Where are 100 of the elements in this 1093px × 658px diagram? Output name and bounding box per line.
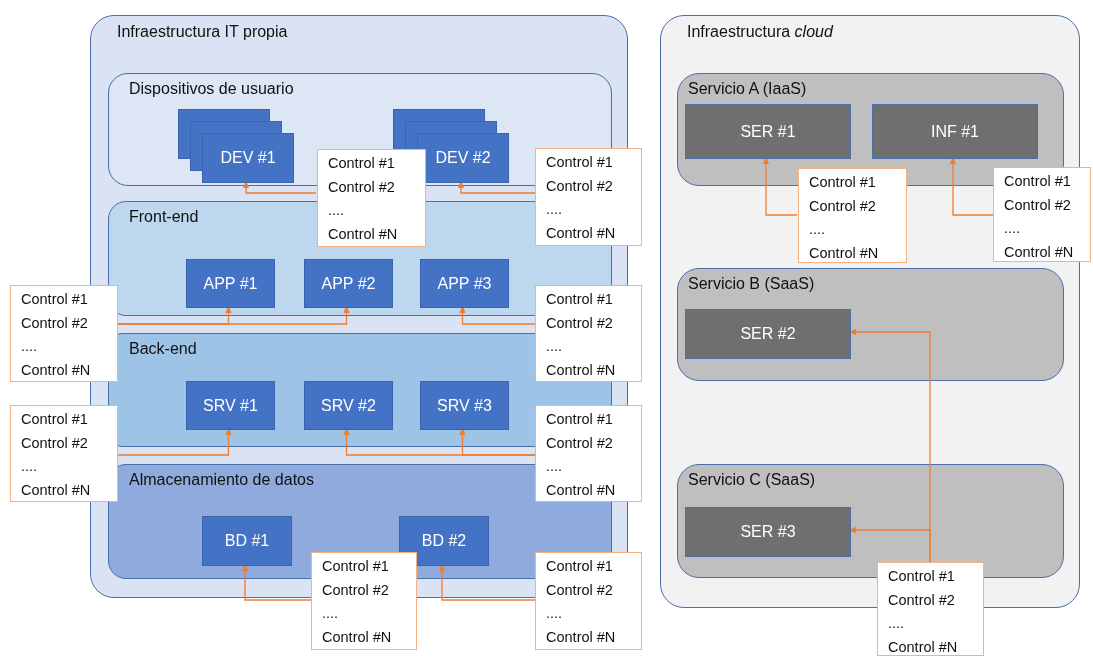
control-item: Control #2 bbox=[546, 176, 614, 196]
layer-panel bbox=[677, 268, 1064, 381]
control-list-box bbox=[317, 149, 426, 247]
control-item: Control #N bbox=[546, 627, 617, 647]
control-item: Control #2 bbox=[888, 590, 956, 610]
component-label: SRV #1 bbox=[203, 396, 258, 415]
connector-arrow bbox=[762, 156, 798, 216]
component-box bbox=[872, 104, 1038, 159]
connector-arrow bbox=[242, 180, 317, 194]
component-label: SER #3 bbox=[740, 523, 796, 541]
control-item: Control #1 bbox=[546, 290, 614, 309]
connector-arrow bbox=[459, 427, 536, 456]
control-item: .... bbox=[328, 201, 346, 220]
component-box bbox=[420, 381, 509, 430]
component-label: DEV #1 bbox=[220, 149, 276, 167]
control-item: Control #2 bbox=[546, 433, 614, 453]
panel-title: Almacenamiento de datos bbox=[129, 471, 314, 489]
device-card-stack bbox=[178, 109, 294, 183]
component-label: APP #1 bbox=[203, 274, 258, 293]
control-item: Control #N bbox=[888, 637, 959, 657]
control-item: Control #1 bbox=[322, 557, 390, 576]
control-item: .... bbox=[21, 457, 39, 476]
connector-arrow bbox=[241, 563, 312, 601]
control-list-box bbox=[535, 148, 642, 246]
control-item: .... bbox=[888, 614, 906, 633]
component-box bbox=[304, 381, 393, 430]
control-item: Control #1 bbox=[888, 567, 956, 586]
component-box bbox=[685, 507, 851, 557]
panel-title: Infraestructura IT propia bbox=[117, 23, 288, 41]
control-item: Control #2 bbox=[328, 177, 396, 197]
control-list-box bbox=[535, 405, 642, 502]
control-list-box bbox=[798, 168, 907, 263]
control-list-box bbox=[10, 405, 118, 502]
panel-title: Servicio C (SaaS) bbox=[688, 471, 816, 489]
connector-arrow bbox=[438, 563, 536, 601]
control-item: Control #1 bbox=[809, 173, 877, 192]
component-box bbox=[685, 309, 851, 359]
control-item: Control #N bbox=[546, 360, 617, 380]
panel-title: Dispositivos de usuario bbox=[129, 80, 294, 98]
control-item: Control #N bbox=[328, 224, 399, 244]
component-label: APP #3 bbox=[437, 274, 492, 293]
control-item: .... bbox=[546, 457, 564, 476]
component-label: DEV #2 bbox=[435, 149, 491, 167]
control-item: Control #2 bbox=[21, 433, 89, 453]
control-list-box bbox=[993, 167, 1091, 262]
control-item: Control #2 bbox=[322, 580, 390, 600]
control-item: .... bbox=[322, 604, 340, 623]
connector-arrow bbox=[459, 305, 536, 325]
component-label: INF #1 bbox=[931, 122, 979, 141]
control-item: .... bbox=[21, 337, 39, 356]
connector-arrow bbox=[949, 156, 994, 216]
component-box bbox=[304, 259, 393, 308]
control-item: Control #N bbox=[809, 243, 880, 263]
panel-title: Servicio B (SaaS) bbox=[688, 275, 815, 293]
component-box bbox=[399, 516, 489, 566]
control-item: Control #N bbox=[546, 223, 617, 243]
control-item: Control #1 bbox=[21, 410, 89, 429]
component-label: BD #2 bbox=[421, 532, 467, 550]
panel-title: Servicio A (IaaS) bbox=[688, 80, 807, 98]
panel-title: Front-end bbox=[129, 208, 199, 226]
control-item: Control #2 bbox=[21, 313, 89, 333]
control-list-box bbox=[535, 552, 642, 650]
control-item: .... bbox=[546, 337, 564, 356]
control-item: Control #2 bbox=[809, 196, 877, 216]
control-item: Control #N bbox=[322, 627, 393, 647]
control-item: Control #1 bbox=[21, 290, 89, 309]
control-item: .... bbox=[1004, 219, 1022, 238]
component-label: SRV #2 bbox=[321, 396, 376, 415]
control-item: Control #2 bbox=[1004, 195, 1072, 215]
component-label: SER #2 bbox=[740, 325, 796, 343]
control-item: Control #N bbox=[1004, 242, 1075, 262]
control-list-box bbox=[311, 552, 417, 650]
component-label: SRV #3 bbox=[437, 396, 492, 415]
control-item: Control #2 bbox=[546, 313, 614, 333]
control-item: Control #1 bbox=[546, 557, 614, 576]
connector-arrow bbox=[117, 305, 350, 325]
component-box bbox=[685, 104, 851, 159]
control-item: Control #N bbox=[21, 360, 92, 380]
control-item: Control #1 bbox=[328, 154, 396, 173]
control-item: Control #2 bbox=[546, 580, 614, 600]
control-item: .... bbox=[809, 220, 827, 239]
panel-title: Back-end bbox=[129, 340, 197, 358]
component-label: BD #1 bbox=[224, 532, 270, 550]
control-item: Control #1 bbox=[546, 410, 614, 429]
component-box bbox=[186, 259, 275, 308]
control-list-box bbox=[10, 285, 118, 382]
control-item: .... bbox=[546, 200, 564, 219]
control-item: Control #N bbox=[21, 480, 92, 500]
control-item: .... bbox=[546, 604, 564, 623]
control-list-box bbox=[877, 562, 984, 656]
component-box bbox=[186, 381, 275, 430]
component-box bbox=[202, 516, 292, 566]
infrastructure-panel bbox=[660, 15, 1080, 608]
connector-arrow bbox=[457, 180, 536, 194]
component-label: SER #1 bbox=[740, 122, 796, 141]
control-item: Control #1 bbox=[546, 153, 614, 172]
connector-arrow bbox=[848, 526, 931, 563]
control-item: Control #N bbox=[546, 480, 617, 500]
component-label: APP #2 bbox=[321, 274, 376, 293]
control-list-box bbox=[535, 285, 642, 382]
